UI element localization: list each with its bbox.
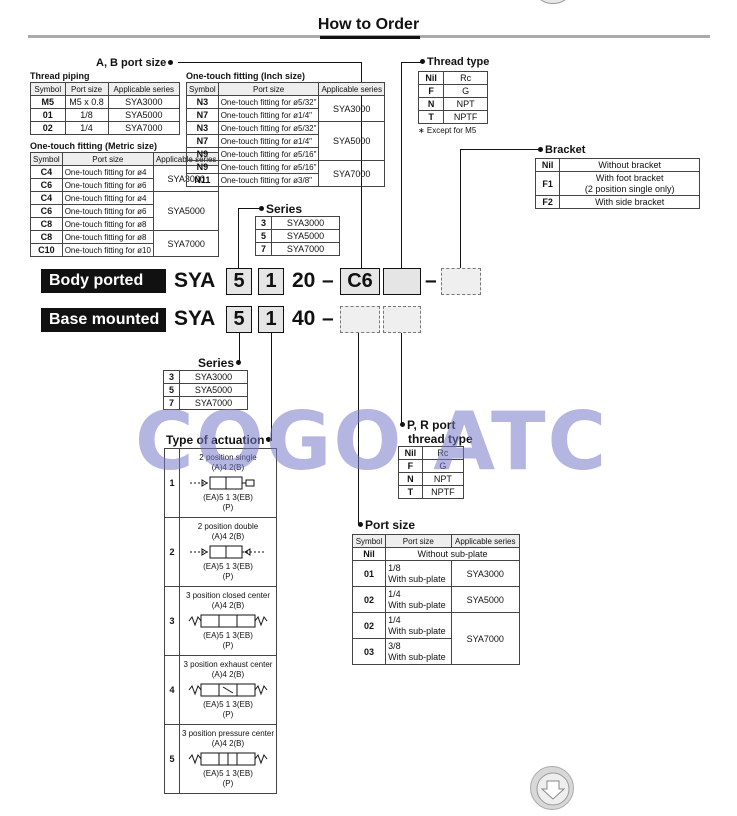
actuation-table: 1 2 position single(A)4 2(B) (EA)5 1 3(E…: [164, 448, 278, 794]
body-ported-dash2: –: [425, 269, 437, 292]
base-mounted-series-box: 5: [226, 306, 252, 333]
thread-type-note: ∗ Except for M5: [418, 126, 477, 135]
body-ported-suffix: 20: [292, 269, 316, 292]
base-mounted-pr-box: [383, 306, 421, 333]
valve-symbol-icon: [188, 683, 268, 697]
thread-type-heading: Thread type: [418, 56, 489, 68]
page-title: How to Order: [317, 16, 420, 33]
base-mounted-label: Base mounted: [41, 308, 166, 332]
body-ported-thread-box: [383, 268, 421, 295]
base-mounted-dash: –: [322, 307, 334, 330]
base-mounted-suffix: 40: [292, 307, 316, 330]
body-ported-prefix: SYA: [174, 269, 216, 292]
body-ported-port-box: C6: [340, 268, 380, 295]
valve-symbol-icon: [188, 752, 268, 766]
inch-heading: One-touch fitting (Inch size): [186, 71, 305, 81]
scroll-down-button[interactable]: [530, 766, 574, 810]
valve-symbol-icon: [188, 614, 268, 628]
bracket-heading: Bracket: [536, 144, 585, 156]
thread-piping-heading: Thread piping: [30, 71, 90, 81]
metric-heading: One-touch fitting (Metric size): [30, 141, 157, 151]
title-underline: [320, 36, 420, 39]
valve-symbol-icon: [189, 545, 264, 559]
base-mounted-prefix: SYA: [174, 307, 216, 330]
port-size-heading: Port size: [356, 518, 415, 532]
body-ported-bracket-box: [441, 268, 481, 295]
scroll-up-button[interactable]: [538, 0, 568, 4]
body-ported-actuation-box: 1: [258, 268, 284, 295]
valve-symbol-icon: [189, 476, 255, 490]
base-mounted-port-size-box: [340, 306, 380, 333]
series-top-heading: Series: [257, 202, 302, 216]
base-mounted-actuation-box: 1: [258, 306, 284, 333]
arrow-down-icon: [536, 772, 570, 806]
body-ported-label: Body ported: [41, 269, 166, 293]
body-ported-series-box: 5: [226, 268, 252, 295]
series-bottom-heading: Series: [198, 356, 243, 370]
actuation-heading: Type of actuation: [166, 433, 273, 447]
watermark: COGO ATC: [135, 395, 609, 488]
ab-port-heading: A, B port size: [96, 57, 175, 69]
body-ported-dash: –: [322, 269, 334, 292]
